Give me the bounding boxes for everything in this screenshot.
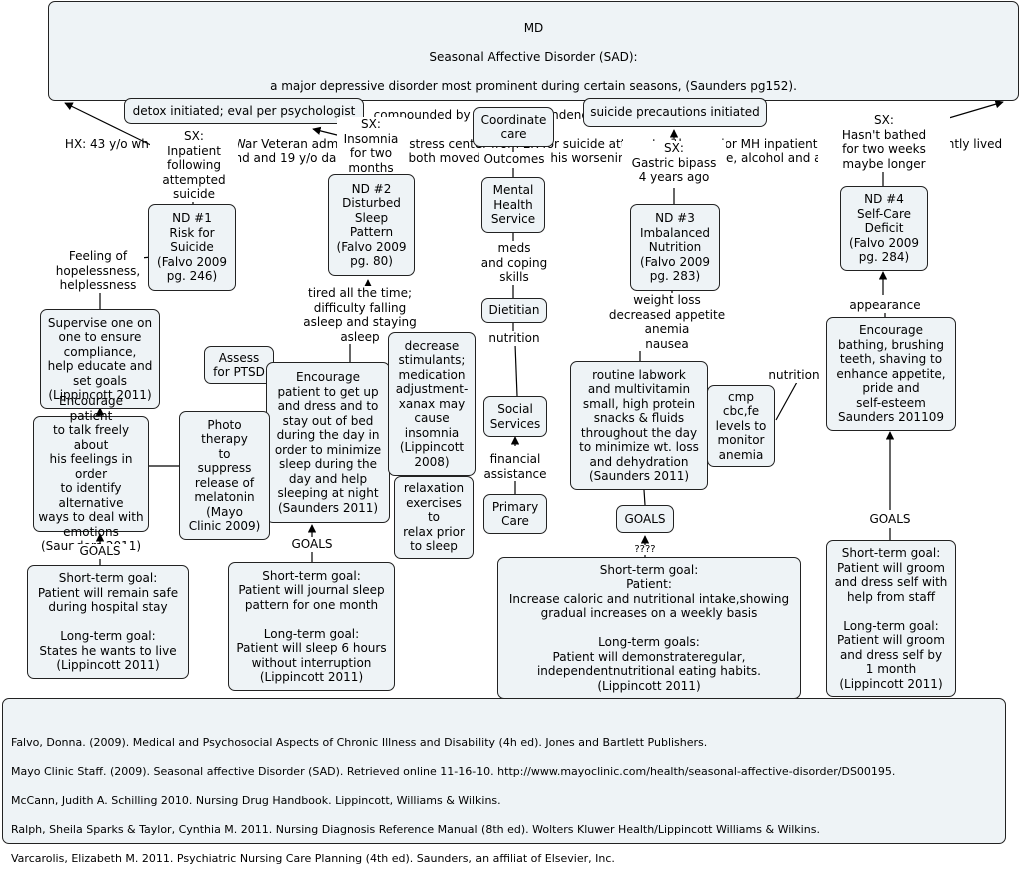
encourage-sleep-intervention: Encourage patient to get up and dress an… <box>266 362 390 523</box>
coordinate-care-node: Coordinate care <box>473 107 554 147</box>
detox-node: detox initiated; eval per psychologist <box>124 98 364 124</box>
primary-care-node: Primary Care <box>483 494 547 534</box>
mental-health-service-node: Mental Health Service <box>481 177 545 233</box>
nd3-imbalanced-nutrition: ND #3 Imbalanced Nutrition (Falvo 2009 p… <box>630 204 720 291</box>
goal-box-nd4: Short-term goal: Patient will groom and … <box>826 540 956 697</box>
hopelessness-label: Feeling of hopelessness, helplessness <box>52 249 144 293</box>
weight-loss-label: weight loss decreased appetite anemia na… <box>600 293 734 351</box>
cmp-lab-node: cmp cbc,fe levels to monitor anemia <box>707 385 775 467</box>
nd4-self-care-deficit: ND #4 Self-Care Deficit (Falvo 2009 pg. … <box>840 186 928 271</box>
reference-item: Falvo, Donna. (2009). Medical and Psycho… <box>11 735 708 749</box>
goal-box-nd3: Short-term goal: Patient: Increase calor… <box>497 557 801 699</box>
nd2-disturbed-sleep-pattern: ND #2 Disturbed Sleep Pattern (Falvo 200… <box>328 174 415 276</box>
diagnosis-header-box: MD Seasonal Affective Disorder (SAD): a … <box>48 1 1019 165</box>
header-subtitle: Seasonal Affective Disorder (SAD): <box>429 49 638 64</box>
reference-item: McCann, Judith A. Schilling 2010. Nursin… <box>11 793 501 807</box>
assess-ptsd-node: Assess for PTSD <box>204 346 274 384</box>
goal-box-nd2: Short-term goal: Patient will journal sl… <box>228 562 395 691</box>
photo-therapy-intervention: Photo therapy to suppress release of mel… <box>179 411 270 540</box>
supervise-intervention: Supervise one on one to ensure complianc… <box>40 309 160 409</box>
meds-coping-label: meds and coping skills <box>475 241 553 285</box>
nutrition-label-mid: nutrition <box>484 331 544 346</box>
tired-label: tired all the time; difficulty falling a… <box>298 286 422 344</box>
decrease-stimulants-intervention: decrease stimulants; medication adjustme… <box>388 332 476 476</box>
encourage-talk-intervention: Encourage patient to talk freely about h… <box>33 394 149 553</box>
encourage-bathing-intervention: Encourage bathing, brushing teeth, shavi… <box>826 317 956 431</box>
symptom-label-nd4: SX: Hasn't bathed for two weeks maybe lo… <box>818 113 950 171</box>
references-box: Falvo, Donna. (2009). Medical and Psycho… <box>2 698 1006 865</box>
appearance-label: appearance <box>846 298 924 313</box>
symptom-label-nd3: SX: Gastric bipass 4 years ago <box>622 141 726 185</box>
nd1-risk-for-suicide: ND #1 Risk for Suicide (Falvo 2009 pg. 2… <box>148 204 236 291</box>
relaxation-intervention: relaxation exercises to relax prior to s… <box>394 476 474 559</box>
goal-box-nd1: Short-term goal: Patient will remain saf… <box>27 565 189 679</box>
goals-label-nd2: GOALS <box>284 537 340 552</box>
social-services-node: Social Services <box>483 396 547 437</box>
suicide-precautions-node: suicide precautions initiated <box>583 98 767 127</box>
header-definition: a major depressive disorder most promine… <box>270 78 797 93</box>
financial-assistance-label: financial assistance <box>479 452 551 481</box>
routine-labwork-intervention: routine labwork and multivitamin small, … <box>570 361 708 490</box>
header-title: MD <box>523 20 544 35</box>
outcomes-label: Outcomes <box>479 152 549 167</box>
symptom-label-nd2: SX: Insomnia for two months <box>337 117 405 175</box>
symptom-label-nd1: SX: Inpatient following attempted suicid… <box>150 129 238 202</box>
question-marks-label: ???? <box>627 545 663 555</box>
goals-node-nd3: GOALS <box>616 505 674 533</box>
goals-label-nd4: GOALS <box>862 512 918 527</box>
reference-item: Ralph, Sheila Sparks & Taylor, Cynthia M… <box>11 822 820 836</box>
goals-label-nd1: GOALS <box>72 544 128 559</box>
reference-item: Mayo Clinic Staff. (2009). Seasonal affe… <box>11 764 896 778</box>
dietitian-node: Dietitian <box>481 298 547 323</box>
nutrition-label-right: nutrition <box>764 368 824 383</box>
reference-item: Varcarolis, Elizabeth M. 2011. Psychiatr… <box>11 851 615 865</box>
